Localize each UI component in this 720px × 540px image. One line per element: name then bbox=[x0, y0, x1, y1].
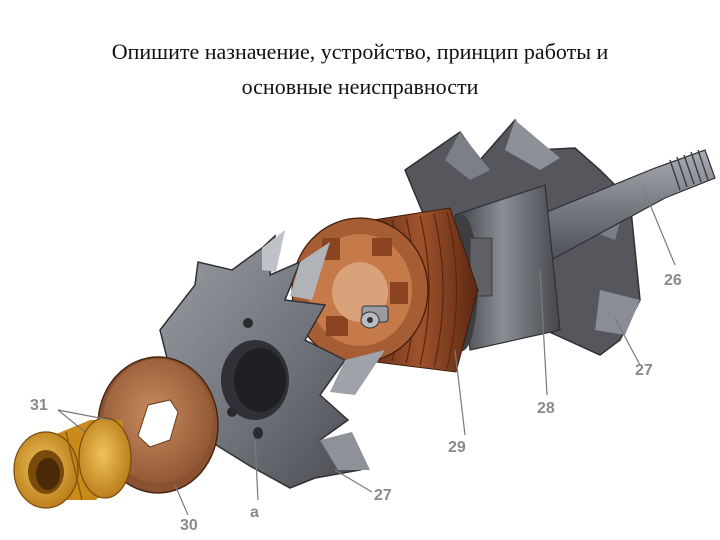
callout-29: 29 bbox=[448, 439, 466, 456]
shaft-thread bbox=[669, 149, 709, 191]
callout-labels: 26 27 28 29 27 30 31 a bbox=[30, 272, 682, 534]
title-line-2: основные неисправности bbox=[241, 74, 479, 99]
callout-28: 28 bbox=[537, 400, 555, 417]
leader-lines bbox=[57, 184, 676, 516]
coil-lead-terminal bbox=[360, 305, 389, 329]
slide-title: Опишите назначение, устройство, принцип … bbox=[0, 34, 720, 104]
slip-ring-bushing bbox=[13, 417, 132, 509]
callout-30: 30 bbox=[180, 517, 198, 534]
title-line-1: Опишите назначение, устройство, принцип … bbox=[111, 39, 609, 64]
callout-27-lower: 27 bbox=[374, 487, 392, 504]
callout-26: 26 bbox=[664, 272, 682, 289]
callout-31: 31 bbox=[30, 397, 48, 414]
callout-27-upper: 27 bbox=[635, 362, 653, 379]
callout-a: a bbox=[250, 504, 259, 521]
